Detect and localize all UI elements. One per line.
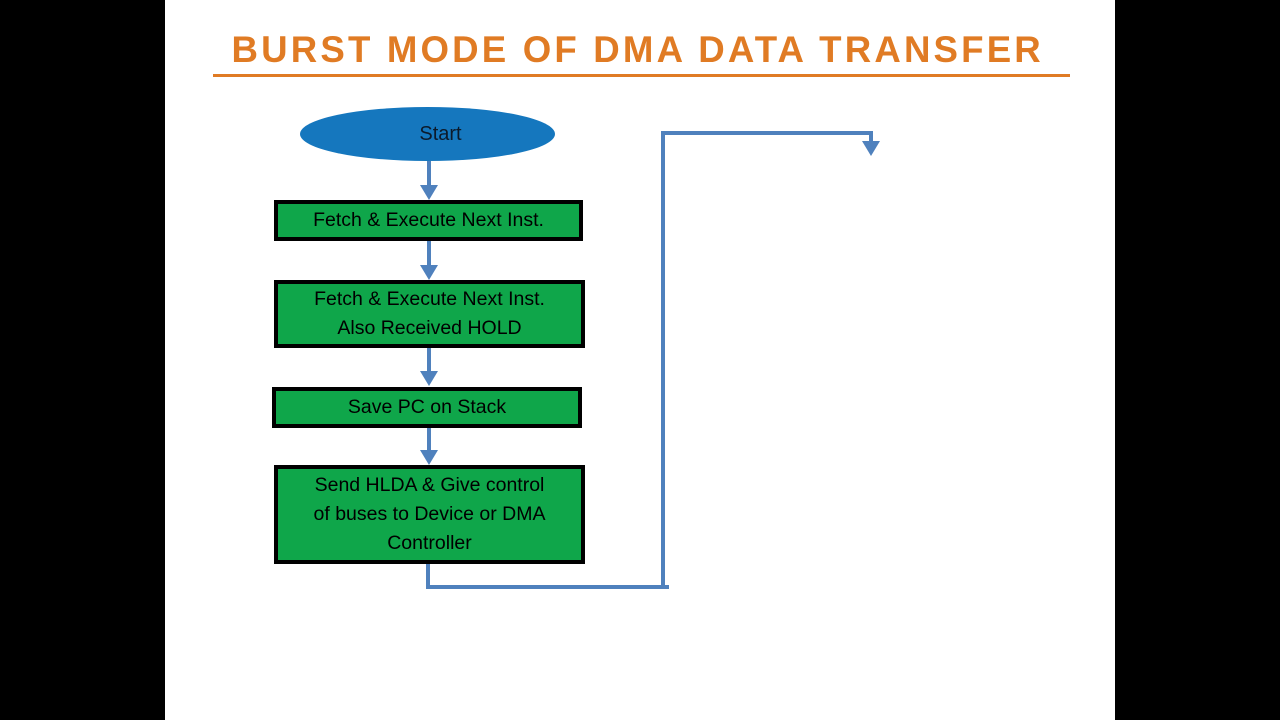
flow-node-step1-label: Fetch & Execute Next Inst.: [313, 209, 544, 231]
connector-step2-to-step3-shaft: [427, 348, 431, 373]
flow-node-step4-line1: Send HLDA & Give control: [314, 474, 545, 496]
letterbox-bar-right: [1115, 0, 1280, 720]
connector-step1-to-step2-shaft: [427, 241, 431, 267]
flow-node-fetch-execute-also-received-hold[interactable]: Fetch & Execute Next Inst. Also Received…: [274, 280, 585, 348]
slide-canvas: BURST MODE OF DMA DATA TRANSFER Start Fe…: [165, 0, 1115, 720]
flow-node-step4-line3: Controller: [387, 532, 472, 554]
feedback-connector-segment-up: [661, 131, 665, 589]
connector-start-to-step1-shaft: [427, 161, 431, 187]
page-title-underline: [213, 74, 1070, 77]
flow-node-save-pc-on-stack[interactable]: Save PC on Stack: [272, 387, 582, 428]
feedback-connector-segment-top: [661, 131, 873, 135]
feedback-connector-segment-down: [426, 564, 430, 589]
flow-node-fetch-execute-next-inst[interactable]: Fetch & Execute Next Inst.: [274, 200, 583, 241]
feedback-connector-arrow-shaft: [869, 131, 873, 143]
flow-node-step3-label: Save PC on Stack: [347, 396, 507, 418]
feedback-connector-arrowhead: [862, 141, 880, 156]
flow-node-step2-line2: Also Received HOLD: [337, 317, 522, 339]
connector-start-to-step1-arrowhead: [420, 185, 438, 200]
flow-node-step4-line2: of buses to Device or DMA: [313, 503, 546, 525]
connector-step3-to-step4-arrowhead: [420, 450, 438, 465]
letterbox-bar-left: [0, 0, 165, 720]
connector-step3-to-step4-shaft: [427, 428, 431, 452]
feedback-connector-segment-bottom: [426, 585, 669, 589]
page-title: BURST MODE OF DMA DATA TRANSFER: [231, 29, 1044, 70]
flow-node-send-hlda-give-control[interactable]: Send HLDA & Give control of buses to Dev…: [274, 465, 585, 564]
flow-node-start[interactable]: Start: [300, 107, 555, 161]
connector-step2-to-step3-arrowhead: [420, 371, 438, 386]
flow-node-step2-line1: Fetch & Execute Next Inst.: [314, 288, 545, 310]
connector-step1-to-step2-arrowhead: [420, 265, 438, 280]
flow-node-start-label: Start: [419, 122, 462, 145]
